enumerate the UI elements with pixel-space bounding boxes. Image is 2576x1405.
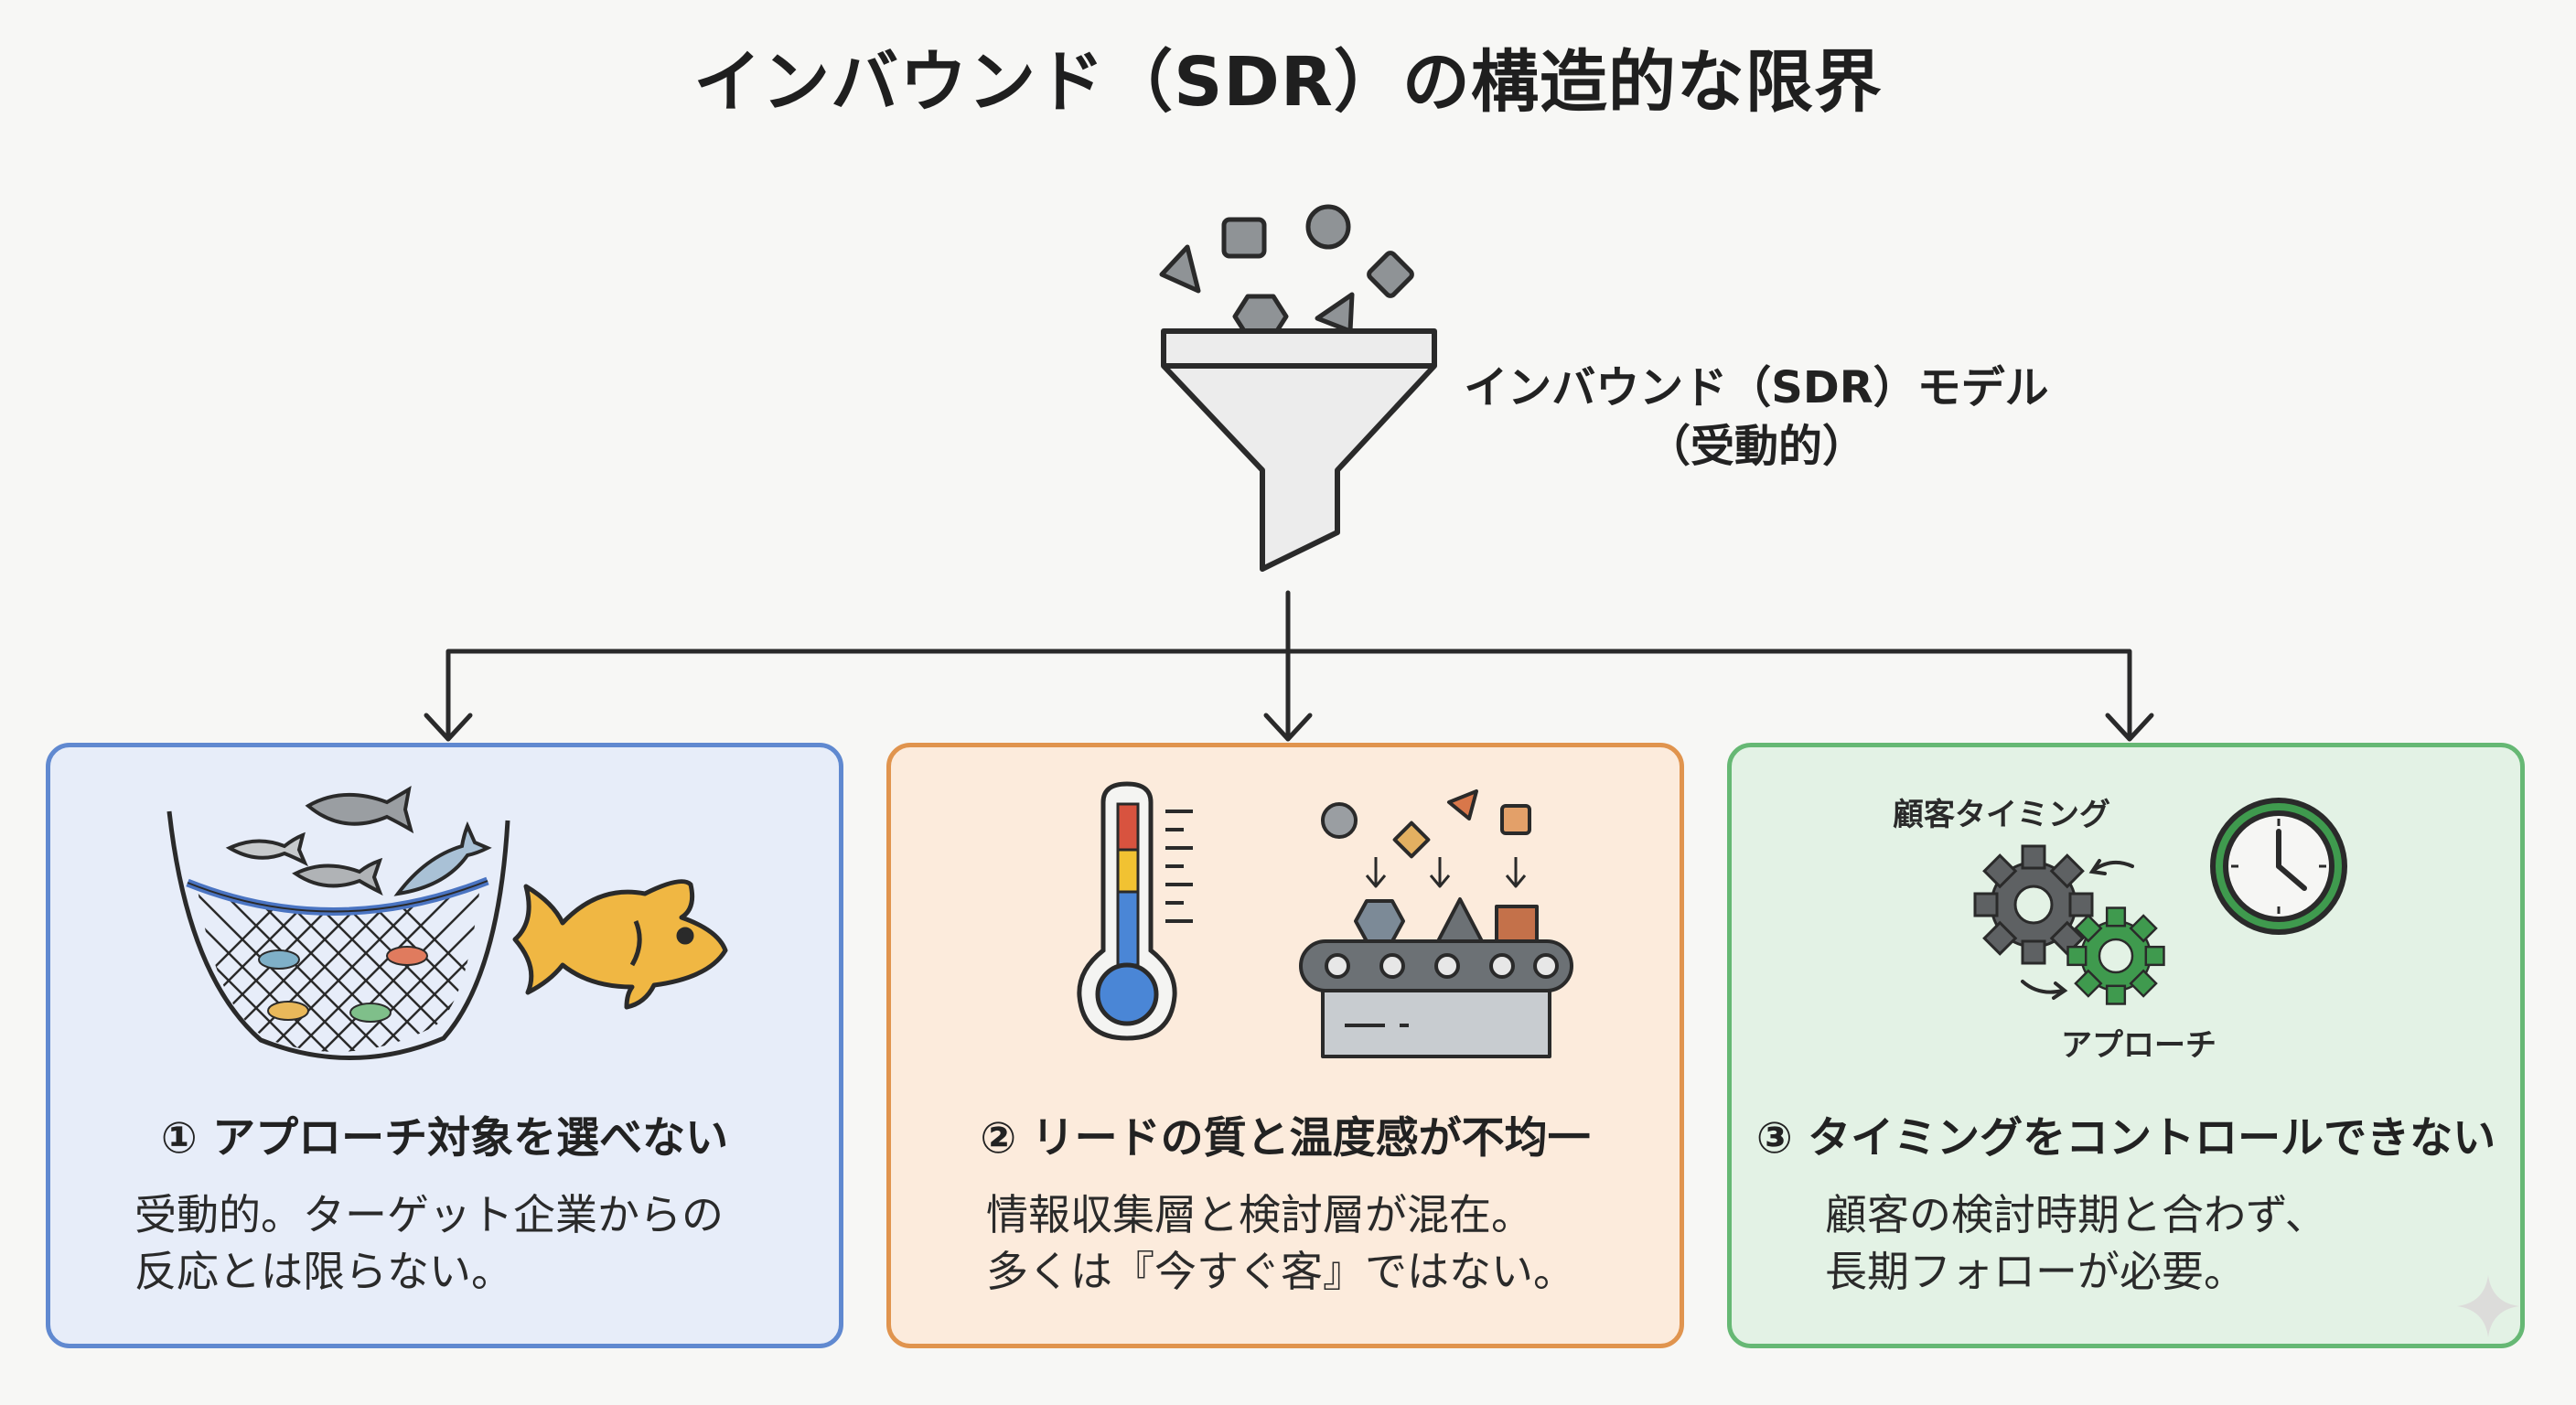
sparkle-icon bbox=[2457, 1275, 2519, 1337]
thermometer-icon bbox=[1077, 781, 1573, 1058]
card-target-selection: ① アプローチ対象を選べない 受動的。ターゲット企業からの 反応とは限らない。 bbox=[46, 743, 843, 1348]
conveyor-belt-icon bbox=[1299, 789, 1573, 1058]
card-body-line1: 情報収集層と検討層が混在。 bbox=[986, 1190, 1533, 1239]
connector-arrows bbox=[424, 590, 2154, 742]
card-heading: ③ タイミングをコントロールできない bbox=[1755, 1113, 2496, 1164]
page-title: インバウンド（SDR）の構造的な限界 bbox=[693, 43, 1883, 122]
card-heading: ① アプローチ対象を選べない bbox=[160, 1113, 729, 1164]
card-body: 情報収集層と検討層が混在。 多くは『今すぐ客』ではない。 bbox=[986, 1186, 1652, 1300]
card-body-line2: 多くは『今すぐ客』ではない。 bbox=[986, 1247, 1575, 1296]
funnel-icon bbox=[1159, 204, 1437, 572]
fishing-net-icon bbox=[166, 786, 728, 1060]
fish-icon bbox=[225, 786, 492, 896]
card-body-line2: 長期フォローが必要。 bbox=[1825, 1247, 2246, 1296]
card-body: 受動的。ターゲット企業からの 反応とは限らない。 bbox=[134, 1186, 811, 1300]
funnel-label: インバウンド（SDR）モデル （受動的） bbox=[1427, 359, 2086, 476]
card-body: 顧客の検討時期と合わず、 長期フォローが必要。 bbox=[1825, 1186, 2493, 1300]
gear-icon bbox=[2066, 906, 2165, 1005]
gear-icon bbox=[1973, 798, 2347, 1005]
card-lead-quality: ② リードの質と温度感が不均一 情報収集層と検討層が混在。 多くは『今すぐ客』で… bbox=[886, 743, 1684, 1348]
card-body-line1: 顧客の検討時期と合わず、 bbox=[1825, 1190, 2327, 1239]
gear-icon bbox=[1973, 844, 2094, 965]
fish-icon bbox=[512, 879, 728, 1010]
approach-label: アプローチ bbox=[2061, 1027, 2216, 1064]
card-body-line1: 受動的。ターゲット企業からの bbox=[134, 1190, 724, 1239]
clock-icon bbox=[2210, 798, 2347, 935]
customer-timing-label: 顧客タイミング bbox=[1893, 797, 2110, 833]
card-timing-control: 顧客タイミング アプローチ ③ タイミングをコントロールできない 顧客の検討時期… bbox=[1727, 743, 2525, 1348]
funnel-label-line2: （受動的） bbox=[1646, 421, 1866, 472]
card-heading: ② リードの質と温度感が不均一 bbox=[980, 1113, 1591, 1164]
funnel-label-line1: インバウンド（SDR）モデル bbox=[1464, 362, 2049, 413]
card-body-line2: 反応とは限らない。 bbox=[134, 1247, 513, 1296]
